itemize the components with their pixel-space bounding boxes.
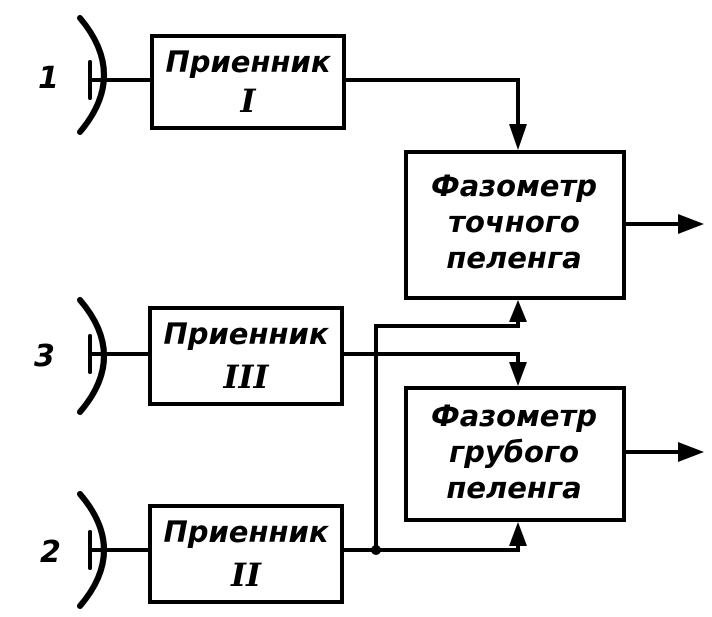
receiver-2-numeral: II [230, 556, 262, 594]
receiver-3-block: Приенник III [148, 306, 344, 406]
wire-receiver-2-to-coarse [340, 540, 520, 552]
phase-meter-coarse-line2: грубого [449, 435, 579, 469]
antenna-3 [77, 297, 152, 415]
antenna-2-number: 2 [40, 535, 61, 570]
arrow-into-fine-top [509, 124, 527, 150]
phase-meter-fine-line1: Фазометр [431, 169, 597, 203]
arrow-into-fine-bottom [509, 300, 527, 322]
arrow-into-coarse-bottom [509, 522, 527, 546]
arrow-into-coarse-top [509, 362, 527, 386]
wire-receiver-1-to-fine [342, 78, 520, 130]
wire-receiver-3-to-coarse [340, 352, 520, 366]
receiver-1-label: Приенник [165, 45, 331, 79]
receiver-2-label: Приенник [163, 515, 329, 549]
phase-meter-coarse-block: Фазометр грубого пеленга [404, 386, 626, 522]
receiver-3-label: Приенник [163, 317, 329, 351]
receiver-2-block: Приенник II [148, 504, 344, 604]
phase-meter-coarse-line3: пеленга [446, 471, 581, 505]
phase-meter-fine-line3: пеленга [446, 241, 581, 275]
antenna-1-number: 1 [38, 61, 59, 96]
phase-meter-coarse-line1: Фазометр [431, 399, 597, 433]
antenna-2 [77, 491, 152, 609]
receiver-1-numeral: I [240, 82, 257, 120]
receiver-1-block: Приенник I [150, 34, 346, 130]
phase-meter-fine-line2: точного [448, 205, 580, 239]
receiver-3-numeral: III [223, 358, 270, 396]
antenna-1 [77, 15, 154, 135]
fine-output-arrow [678, 214, 704, 234]
junction-node [371, 545, 381, 555]
coarse-output-arrow [678, 442, 704, 462]
phase-meter-fine-block: Фазометр точного пеленга [404, 150, 626, 300]
antenna-3-number: 3 [34, 339, 55, 374]
